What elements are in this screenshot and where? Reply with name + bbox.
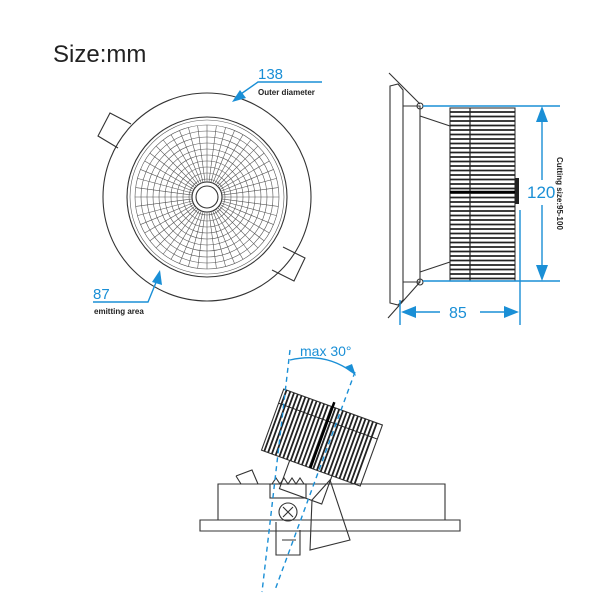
axis-line-vertical (261, 349, 291, 593)
emitting-area-value: 87 (93, 286, 110, 303)
spring-clip (269, 477, 307, 556)
outer-diameter-value: 138 (258, 66, 283, 83)
title: Size:mm (53, 41, 146, 68)
height-value: 120 (527, 183, 555, 202)
emitting-area-label: emitting area (94, 307, 144, 316)
tilted-heatsink (260, 388, 384, 487)
inner-ring (126, 116, 288, 278)
max-angle-label: max 30° (300, 343, 352, 359)
mounting-tab-upper (97, 112, 132, 149)
cutting-size-label: Cutting size:95-100 (555, 157, 564, 230)
tilt-view: max 30° (199, 343, 461, 593)
axis-line-tilted (274, 371, 356, 591)
outer-diameter-label: Outer diameter (258, 88, 315, 97)
side-view: 120 Cutting size:95-100 85 (387, 72, 564, 325)
depth-value: 85 (449, 305, 467, 322)
base-plate (199, 519, 461, 532)
front-view: 138 Outer diameter 87 emitting area (93, 66, 322, 316)
flange (389, 83, 404, 306)
heatsink (449, 107, 516, 282)
center-hole (191, 181, 223, 213)
mounting-tab-lower (271, 246, 306, 282)
reflector-grid (134, 124, 280, 270)
outer-ring (102, 92, 312, 302)
